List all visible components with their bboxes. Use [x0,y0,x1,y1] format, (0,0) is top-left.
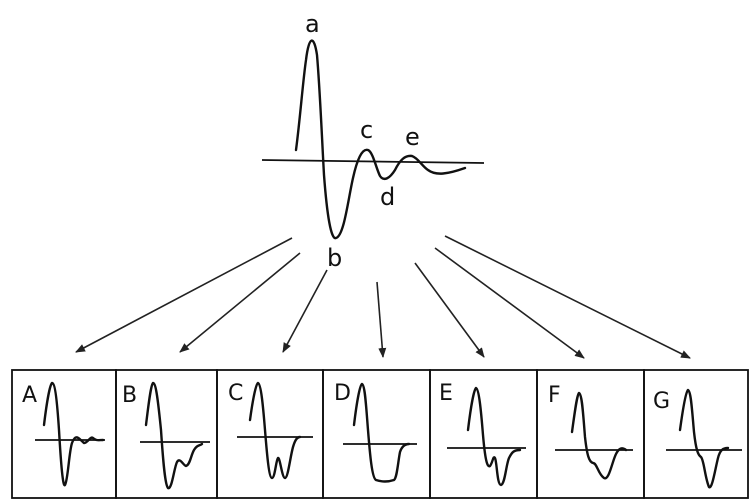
panel-f: F [536,369,645,499]
arrow-to-panel-e [414,262,485,358]
panel-g: G [643,369,749,499]
panel-c-label: C [228,381,243,406]
arrow-to-panel-f [434,247,585,359]
peak-label-a: a [305,10,320,38]
panel-g-frame [643,369,749,499]
arrow-to-panel-a [75,237,293,353]
panel-g-label: G [653,389,670,414]
peak-label-e: e [405,123,420,151]
main-baseline [261,159,485,164]
panel-b-trace [144,381,204,490]
panel-g-trace [678,388,730,489]
main-waveform: a b c d e [261,10,485,272]
panel-b: B [115,369,218,499]
panel-c: C [216,369,324,499]
panel-c-trace [248,381,302,480]
arrow-to-panel-g [444,235,691,359]
panel-f-trace [570,391,628,480]
peak-label-c: c [360,116,373,144]
arrow-to-panel-b [179,252,301,353]
panel-a: A [11,369,117,499]
main-waveform-trace [294,39,467,240]
arrow-to-panel-d [376,281,387,358]
panel-a-label: A [22,383,37,408]
panel-d-trace [352,382,411,483]
peak-label-b: b [327,244,342,272]
peak-label-d: d [380,183,395,211]
arrow-to-panel-c [282,269,328,353]
panel-e: E [429,369,538,499]
panel-f-label: F [548,383,561,408]
panel-d-label: D [334,381,351,406]
arrows [75,235,691,359]
panel-e-trace [466,386,522,487]
panel-b-label: B [122,383,137,408]
panel-e-label: E [439,381,453,406]
panel-d: D [322,369,431,499]
panel-a-trace [42,381,105,487]
